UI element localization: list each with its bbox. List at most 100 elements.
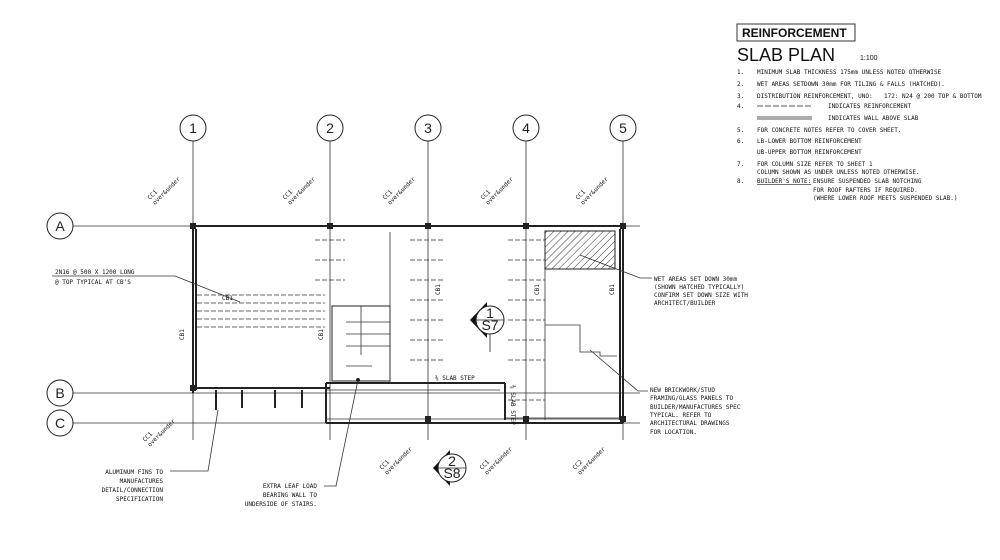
leader-line	[174, 275, 241, 303]
grid-label: B	[55, 385, 64, 401]
callout-text: FOR LOCATION.	[650, 429, 697, 436]
title-block: REINFORCEMENT SLAB PLAN 1:100	[736, 23, 878, 65]
note-text: (WHERE LOWER ROOF MEETS SUSPENDED SLAB.)	[813, 195, 958, 202]
section-marker-2: 2 S8	[433, 450, 467, 486]
note-text: WET AREAS SETDOWN 30mm FOR TILING & FALL…	[757, 81, 945, 88]
column	[620, 416, 626, 422]
column	[190, 223, 196, 229]
note-number: 6.	[737, 138, 744, 145]
callout-text: BEARING WALL TO	[263, 492, 318, 499]
leader-dot	[356, 378, 360, 382]
callout-text: NEW BRICKWORK/STUD	[650, 387, 715, 394]
note-text: COLUMN SHOWN AS UNDER UNLESS NOTED OTHER…	[757, 169, 920, 176]
note-number: 5.	[737, 127, 744, 134]
wall	[545, 324, 617, 357]
grid-bubble-1	[179, 114, 207, 142]
beam-label-cb1: CB1	[222, 295, 233, 302]
column	[425, 416, 431, 422]
column	[190, 385, 196, 391]
callout-brickwork: NEW BRICKWORK/STUD FRAMING/GLASS PANELS …	[589, 349, 741, 436]
callout-text: 2N16 @ 500 X 1200 LONG	[55, 269, 135, 276]
grid-bubble-4	[512, 114, 540, 142]
callout-leaf-wall: EXTRA LEAF LOAD BEARING WALL TO UNDERSID…	[245, 378, 360, 508]
beam-label-cb1: CB1	[609, 284, 616, 295]
note-number: 2.	[737, 81, 744, 88]
leader-line	[324, 379, 359, 487]
grid-bubble-b	[46, 379, 74, 407]
callout-text: @ TOP TYPICAL AT CB'S	[55, 279, 131, 286]
section-sheet: S8	[443, 465, 460, 481]
leader-line	[170, 409, 219, 472]
title-box-frame	[736, 23, 856, 42]
grid-bubble-c	[46, 409, 74, 437]
callout-text: ARCHITECT/BUILDER	[654, 300, 716, 307]
section-sheet: S7	[481, 317, 498, 333]
callout-text: CONFIRM SET DOWN SIZE WITH	[654, 292, 748, 299]
grid-label: 4	[522, 120, 530, 136]
note-text: MINIMUM SLAB THICKNESS 175mm UNLESS NOTE…	[757, 69, 942, 76]
callout-text: MANUFACTURES	[120, 478, 164, 485]
grid-bubble-2	[316, 114, 344, 142]
grid-label: A	[55, 218, 65, 234]
reinforcement-bars	[197, 239, 545, 401]
note-text: FOR COLUMN SIZE REFER TO SHEET 1	[757, 161, 873, 168]
note-text: UB-UPPER BOTTOM REINFORCEMENT	[757, 149, 862, 156]
title-box-label: REINFORCEMENT	[742, 26, 847, 40]
grid-bubble-3	[414, 114, 442, 142]
note-text: 172: N24 @ 200 TOP & BOTTOM	[884, 93, 982, 100]
callout-text: ALUMINUM FINS TO	[105, 469, 163, 476]
column	[523, 416, 529, 422]
column	[425, 223, 431, 229]
callout-text: BUILDER/MANUFACTURES SPEC	[650, 404, 741, 411]
column	[523, 223, 529, 229]
beam-labels: CB1 CB1 CB1 CB1 CB1 CB1 ⅜ SLAB STEP ⅜ SL…	[179, 284, 616, 425]
note-text: FOR CONCRETE NOTES REFER TO COVER SHEET.	[757, 127, 902, 134]
column	[620, 223, 626, 229]
callout-text: WET AREAS SET DOWN 30mm	[654, 276, 737, 283]
note-number: 1.	[737, 69, 744, 76]
grid-bubble-a	[46, 212, 74, 240]
grid-label: 5	[619, 120, 627, 136]
grid-bubbles: 1 2 3 4 5 A B C	[46, 114, 637, 437]
leader-line	[589, 349, 648, 392]
beam-label-cb1: CB1	[179, 329, 186, 340]
callout-text: DETAIL/CONNECTION	[102, 487, 164, 494]
leader-line	[579, 254, 652, 279]
slab-step-label: ⅜ SLAB STEP	[509, 385, 516, 425]
note-number: 3.	[737, 93, 744, 100]
callout-text: FRAMING/GLASS PANELS TO	[650, 395, 733, 402]
callout-text: SPECIFICATION	[116, 496, 163, 503]
section-number: 1	[486, 305, 494, 321]
callout-wet-areas: WET AREAS SET DOWN 30mm (SHOWN HATCHED T…	[579, 254, 748, 307]
grid-label: 3	[424, 120, 432, 136]
callout-text: (SHOWN HATCHED TYPICALLY)	[654, 284, 744, 291]
callout-text: ARCHITECTURAL DRAWINGS	[650, 420, 730, 427]
note-number: 7.	[737, 161, 744, 168]
grid-label: C	[55, 415, 65, 431]
beam-label-cb1: CB1	[534, 284, 541, 295]
note-number: 8.	[737, 178, 744, 185]
columns	[190, 223, 626, 422]
beam-label-cb1: CB1	[435, 284, 442, 295]
grid-bubble-5	[609, 114, 637, 142]
slab-outline	[192, 225, 624, 424]
section-number: 2	[448, 453, 456, 469]
section-marker-1: 1 S7	[470, 302, 505, 352]
callout-text: EXTRA LEAF LOAD	[263, 483, 318, 490]
drawing-title: SLAB PLAN	[737, 45, 835, 65]
note-text: INDICATES WALL ABOVE SLAB	[828, 115, 919, 122]
callout-aluminum-fins: ALUMINUM FINS TO MANUFACTURES DETAIL/CON…	[102, 409, 219, 503]
note-text: LB-LOWER BOTTOM REINFORCEMENT	[757, 138, 862, 145]
grid-lines	[73, 141, 640, 440]
slab-step-label: ⅜ SLAB STEP	[435, 375, 475, 382]
